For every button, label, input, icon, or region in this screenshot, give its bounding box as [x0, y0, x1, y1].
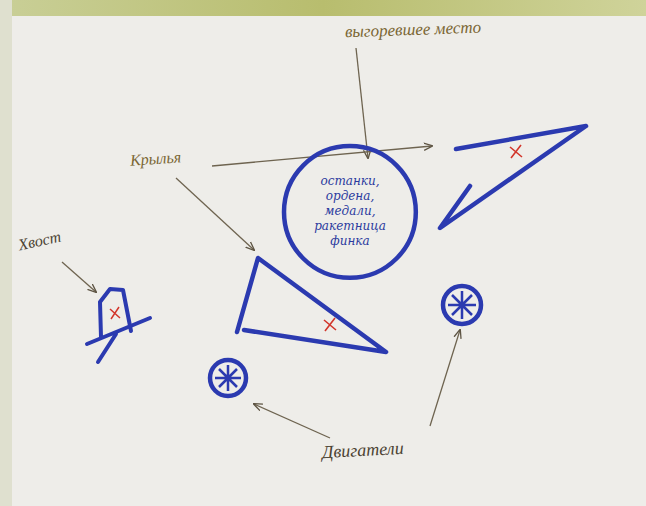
- wing-shape: [237, 258, 386, 352]
- background-band: [0, 0, 646, 16]
- background-band: [0, 0, 12, 506]
- node-text: останки, ордена, медали, ракетница финка: [302, 174, 398, 249]
- part-label: Хвост: [17, 228, 63, 255]
- mark-cross: [110, 307, 120, 319]
- engine-symbol: [210, 360, 246, 396]
- circle-outline: [284, 146, 416, 278]
- mark-cross: [324, 318, 336, 331]
- engine-symbol: [443, 286, 481, 324]
- wing-shape: [440, 126, 586, 228]
- part-label: Крылья: [129, 148, 181, 170]
- tail-shape: [87, 318, 150, 362]
- part-label: выгоревшее место: [345, 18, 482, 43]
- mark-cross: [510, 145, 522, 158]
- part-label: Двигатели: [322, 438, 405, 463]
- leader-arrow: [62, 48, 460, 438]
- circle-node: останки, ордена, медали, ракетница финка: [282, 144, 418, 280]
